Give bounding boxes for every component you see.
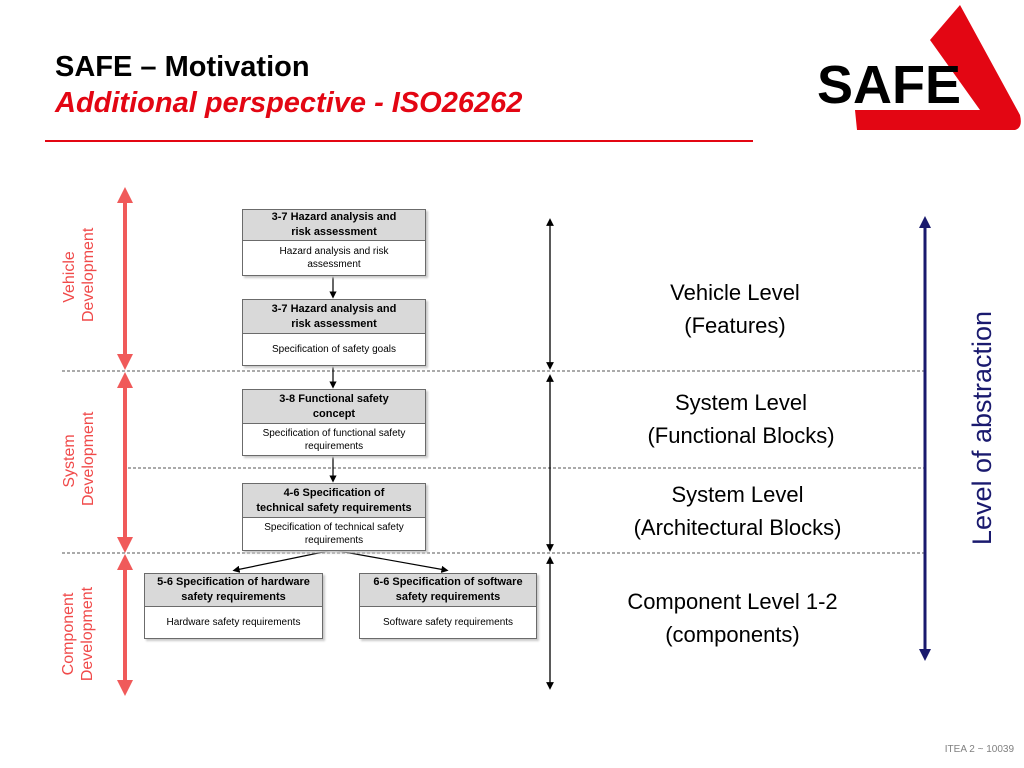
logo-triangle-shape [855,5,1021,130]
level-label-line: (components) [665,622,800,647]
box-header-line: risk assessment [291,226,377,238]
level-label-line: Component Level 1-2 [627,589,838,614]
box-body: Hazard analysis and risk assessment [243,241,425,275]
title-underline [45,140,753,142]
software-safety-requirements-box: 6-6 Specification of software safety req… [359,573,537,639]
box-header-line: 4-6 Specification of [283,486,385,499]
box-body-line: requirements [304,440,364,452]
vehicle-level-label: Vehicle Level (Features) [600,276,870,342]
box-body-line: Hazard analysis and risk [279,246,389,257]
dev-label-line: Development [80,227,97,322]
system-architectural-level-label: System Level (Architectural Blocks) [595,478,880,544]
box-header-line: safety requirements [395,591,501,603]
box-header-line: technical safety requirements [256,501,412,514]
flow-connector [332,549,449,573]
dev-label-line: Development [80,411,97,506]
box-body-line: requirements [304,535,364,546]
box-header-line: 5-6 Specification of hardware [157,576,310,588]
component-development-label: Component Development [59,584,97,684]
flow-connector [232,549,334,573]
box-header-line: concept [312,407,356,420]
box-header: 4-6 Specification of technical safety re… [243,484,425,518]
box-header-line: safety requirements [181,591,286,603]
level-label-line: (Architectural Blocks) [633,515,842,540]
box-header-line: 3-7 Hazard analysis and [271,211,397,223]
box-header: 3-7 Hazard analysis and risk assessment [243,300,425,334]
dev-label-line: System [61,434,78,488]
page-subtitle: Additional perspective - ISO26262 [55,87,523,119]
level-label-line: System Level [671,482,804,507]
level-of-abstraction-label: Level of abstraction [967,310,997,546]
logo-text: SAFE [817,55,961,115]
box-header-line: 3-8 Functional safety [279,392,389,405]
box-header-line: 6-6 Specification of software [373,576,523,588]
box-header: 6-6 Specification of software safety req… [360,574,536,607]
page-title: SAFE – Motivation [55,51,310,83]
functional-safety-concept-box: 3-8 Functional safety concept Specificat… [242,389,426,456]
footer-text: ITEA 2 ~ 10039 [944,744,1014,755]
system-functional-level-label: System Level (Functional Blocks) [600,386,882,452]
box-header: 3-8 Functional safety concept [243,390,425,424]
safe-logo: SAFE [817,5,1021,130]
level-label-line: (Features) [684,313,786,338]
box-header-line: risk assessment [291,317,377,330]
component-level-label: Component Level 1-2 (components) [590,585,875,651]
box-body: Specification of technical safety requir… [243,518,425,550]
box-header: 3-7 Hazard analysis and risk assessment [243,210,425,241]
vehicle-development-label: Vehicle Development [60,227,98,322]
box-body: Software safety requirements [360,607,536,638]
box-body: Specification of safety goals [243,334,425,365]
box-header: 5-6 Specification of hardware safety req… [145,574,322,607]
level-label-line: (Functional Blocks) [647,423,835,448]
hardware-safety-requirements-box: 5-6 Specification of hardware safety req… [144,573,323,639]
box-body-line: Specification of technical safety [264,522,404,533]
box-body-line: Specification of safety goals [272,344,396,355]
dev-label-line: Vehicle [61,251,78,303]
safety-goals-box: 3-7 Hazard analysis and risk assessment … [242,299,426,366]
level-label-line: Vehicle Level [670,280,800,305]
box-body-line: Specification of functional safety [262,427,406,439]
system-development-label: System Development [60,411,98,506]
level-label-line: System Level [674,390,808,415]
box-header-line: 3-7 Hazard analysis and [271,302,397,315]
dev-label-line: Development [79,586,96,682]
box-body-line: assessment [307,259,361,270]
box-body: Hardware safety requirements [145,607,322,638]
box-body-line: Hardware safety requirements [166,617,301,628]
box-body: Specification of functional safety requi… [243,424,425,455]
technical-safety-requirements-box: 4-6 Specification of technical safety re… [242,483,426,551]
dev-label-line: Component [60,592,77,676]
box-body-line: Software safety requirements [382,617,514,628]
hazard-analysis-box: 3-7 Hazard analysis and risk assessment … [242,209,426,276]
